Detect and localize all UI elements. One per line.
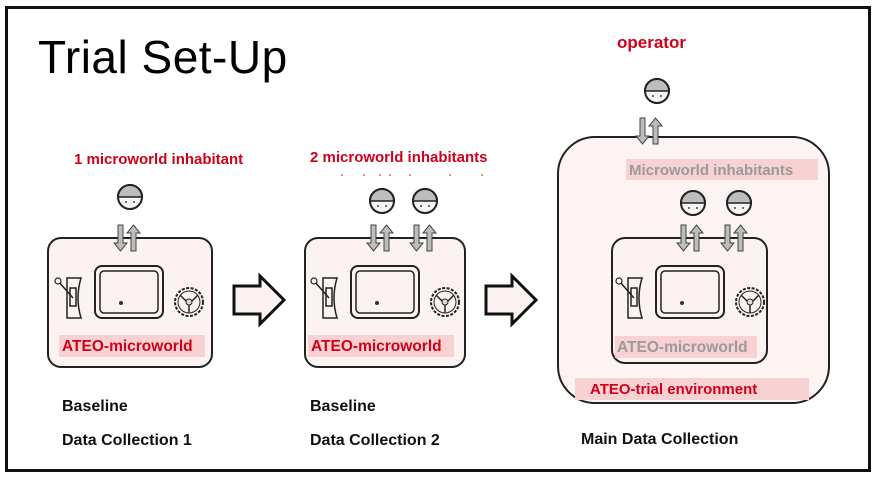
microworld-label: ATEO-microworld: [311, 338, 442, 355]
trial-environment-label: ATEO-trial environment: [590, 381, 758, 398]
label-band: [615, 336, 757, 358]
caption-line-2: Data Collection 2: [310, 432, 440, 449]
label-band: [308, 335, 454, 357]
label-band: [575, 378, 809, 400]
slide-title: Trial Set-Up: [38, 31, 288, 83]
inhabitants-label: Microworld inhabitants: [629, 162, 794, 179]
label-band: [626, 159, 818, 180]
microworld-label: ATEO-microworld: [617, 339, 748, 356]
microworld-label: ATEO-microworld: [62, 338, 193, 355]
inhabitant-count-label: 2 microworld inhabitants: [310, 149, 488, 166]
artifact-dots: [341, 174, 483, 176]
slide-frame: [5, 6, 871, 472]
label-band: [59, 335, 205, 357]
operator-label: operator: [617, 33, 686, 52]
caption-line-2: Data Collection 1: [62, 432, 192, 449]
caption-line-1: Baseline: [310, 398, 376, 415]
inhabitant-count-label: 1 microworld inhabitant: [74, 151, 244, 168]
caption-line-1: Baseline: [62, 398, 128, 415]
caption-line-1: Main Data Collection: [581, 431, 739, 448]
